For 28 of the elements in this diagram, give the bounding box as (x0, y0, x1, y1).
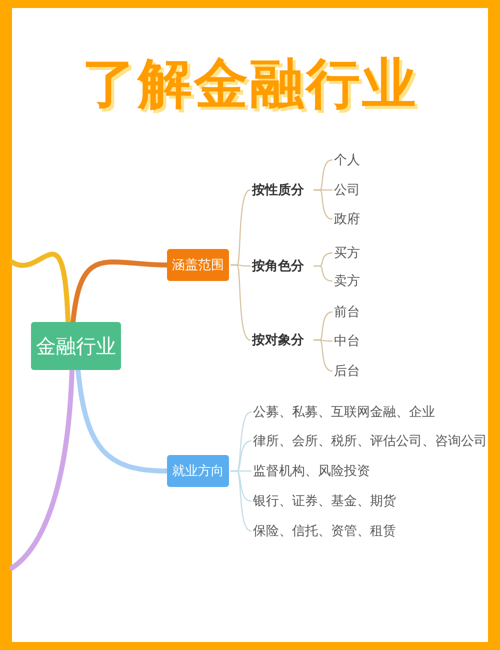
item-label: 后台 (334, 361, 360, 381)
item-label: 公司 (334, 180, 360, 200)
subcategory-label: 按性质分 (252, 180, 304, 200)
connector-line (313, 265, 333, 282)
connector-line (313, 339, 333, 372)
branch-line (10, 252, 70, 324)
branch-line (10, 368, 74, 570)
root-box: 金融行业 (31, 322, 121, 370)
item-label: 监督机构、风险投资 (253, 461, 370, 481)
item-label: 保险、信托、资管、租赁 (253, 521, 396, 541)
title: 了解金融行业 (82, 52, 418, 115)
subcategory-label: 按对象分 (252, 330, 304, 350)
subcategory-label: 按角色分 (252, 256, 304, 276)
connector-line (230, 264, 251, 341)
category-box: 就业方向 (167, 455, 229, 487)
item-label: 卖方 (334, 271, 360, 291)
item-label: 个人 (334, 150, 360, 170)
branch-line (76, 368, 170, 474)
branch-line (70, 260, 170, 324)
item-label: 政府 (334, 209, 360, 229)
category-box: 涵盖范围 (167, 249, 229, 281)
item-label: 中台 (334, 331, 360, 351)
item-label: 律所、会所、税所、评估公司、咨询公司 (253, 431, 487, 451)
item-label: 银行、证券、基金、期货 (253, 491, 396, 511)
item-label: 公募、私募、互联网金融、企业 (253, 402, 435, 422)
item-label: 前台 (334, 302, 360, 322)
item-label: 买方 (334, 243, 360, 263)
connector-line (313, 189, 333, 220)
